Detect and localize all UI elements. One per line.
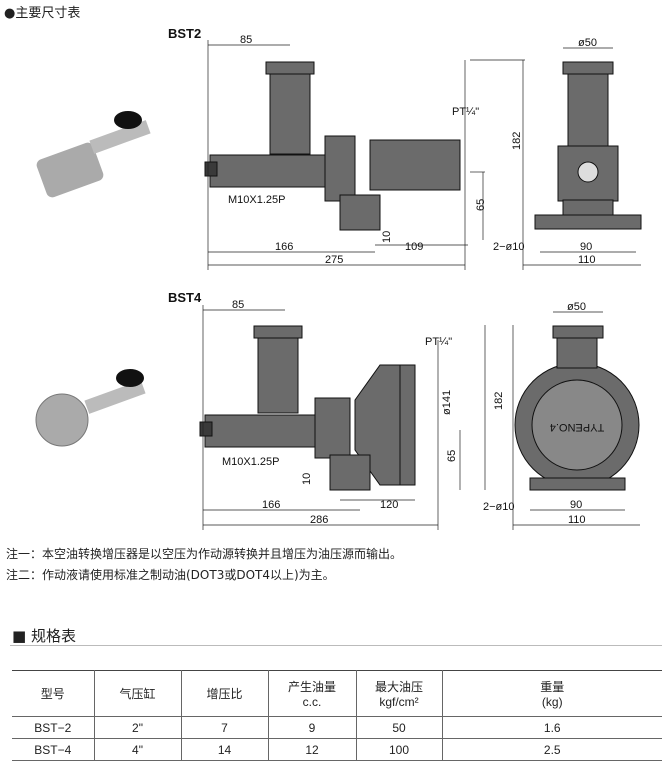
header-model: 型号 — [40, 687, 65, 701]
section-title-spec: ■ 规格表 — [12, 627, 76, 645]
bst4-dim-110: 110 — [568, 514, 586, 526]
bst4-thread: M10X1.25P — [222, 456, 279, 468]
bst2-product-photo — [36, 111, 151, 198]
bst4-pt: PT¼" — [425, 336, 452, 348]
bst4-dim-166: 166 — [262, 499, 280, 511]
divider — [10, 645, 662, 646]
bst4-label: BST4 — [168, 290, 202, 305]
bst4-product-photo — [35, 369, 146, 447]
bst2-side-view — [204, 61, 461, 231]
bst2-thread: M10X1.25P — [228, 194, 285, 206]
bst2-dim-phi50: ø50 — [578, 37, 597, 49]
section-title-dimensions: ●主要尺寸表 — [4, 6, 81, 21]
bst4-dim-2phi10: 2−ø10 — [483, 501, 515, 513]
bst2-label: BST2 — [168, 26, 201, 41]
bst4-dim-phi141: ø141 — [441, 390, 453, 415]
bst2-front-view — [534, 61, 642, 230]
bst4-dim-85: 85 — [232, 299, 244, 311]
bst4-dim-182: 182 — [493, 392, 505, 410]
bst4-dim-90: 90 — [570, 499, 582, 511]
note-1: 注一：本空油转换增压器是以空压为作动源转换并且增压为油压源而输出。 — [6, 547, 403, 561]
bst4-dim-65: 65 — [446, 450, 458, 462]
header-cylinder: 气压缸 — [93, 670, 181, 717]
note-2: 注二：作动液请使用标准之制动油(DOT3或DOT4以上)为主。 — [6, 568, 335, 582]
bst2-dim-2phi10: 2−ø10 — [493, 241, 525, 253]
bst2-dim-182: 182 — [511, 132, 523, 150]
bst4-dim-phi50: ø50 — [567, 301, 586, 313]
bst4-nameplate: TYPENO.4 — [550, 421, 604, 433]
bst2-dim-85: 85 — [240, 34, 252, 46]
header-ratio: 增压比 — [180, 670, 268, 717]
bst2-pt: PT¼" — [452, 106, 479, 118]
bst4-dim-10: 10 — [301, 473, 313, 485]
bst4-dim-286: 286 — [310, 514, 328, 526]
bst2-dimension-lines — [207, 40, 525, 270]
technical-drawings: BST2 85 PT¼" M10X1.25P 65 10 109 166 275… — [35, 26, 642, 530]
bst2-dim-10: 10 — [381, 231, 393, 243]
bst2-dim-110: 110 — [578, 254, 596, 266]
bst4-dim-120: 120 — [380, 499, 398, 511]
bst2-dim-275: 275 — [325, 254, 343, 266]
bst4-side-view — [199, 325, 416, 491]
bst2-dim-109: 109 — [405, 241, 423, 253]
bst2-dim-166: 166 — [275, 241, 293, 253]
header-weight: 重量(kg) — [441, 670, 662, 717]
bst4-front-view: TYPENO.4 — [514, 325, 640, 491]
bst2-dim-65: 65 — [475, 199, 487, 211]
bst2-dim-90: 90 — [580, 241, 592, 253]
